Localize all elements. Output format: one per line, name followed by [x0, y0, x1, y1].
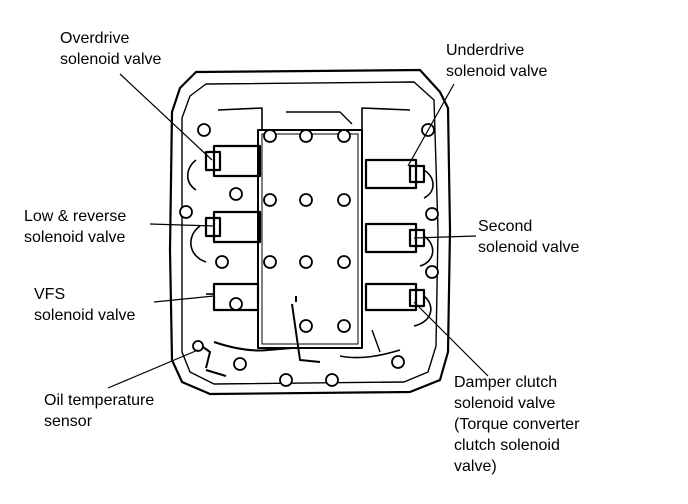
left-solenoids [186, 144, 262, 312]
right-solenoids [364, 158, 434, 327]
center-plate [257, 129, 363, 349]
leader-lines [107, 73, 489, 389]
bolts [179, 123, 439, 387]
housing-outline [168, 68, 452, 396]
housing-inner-outline [181, 81, 439, 385]
